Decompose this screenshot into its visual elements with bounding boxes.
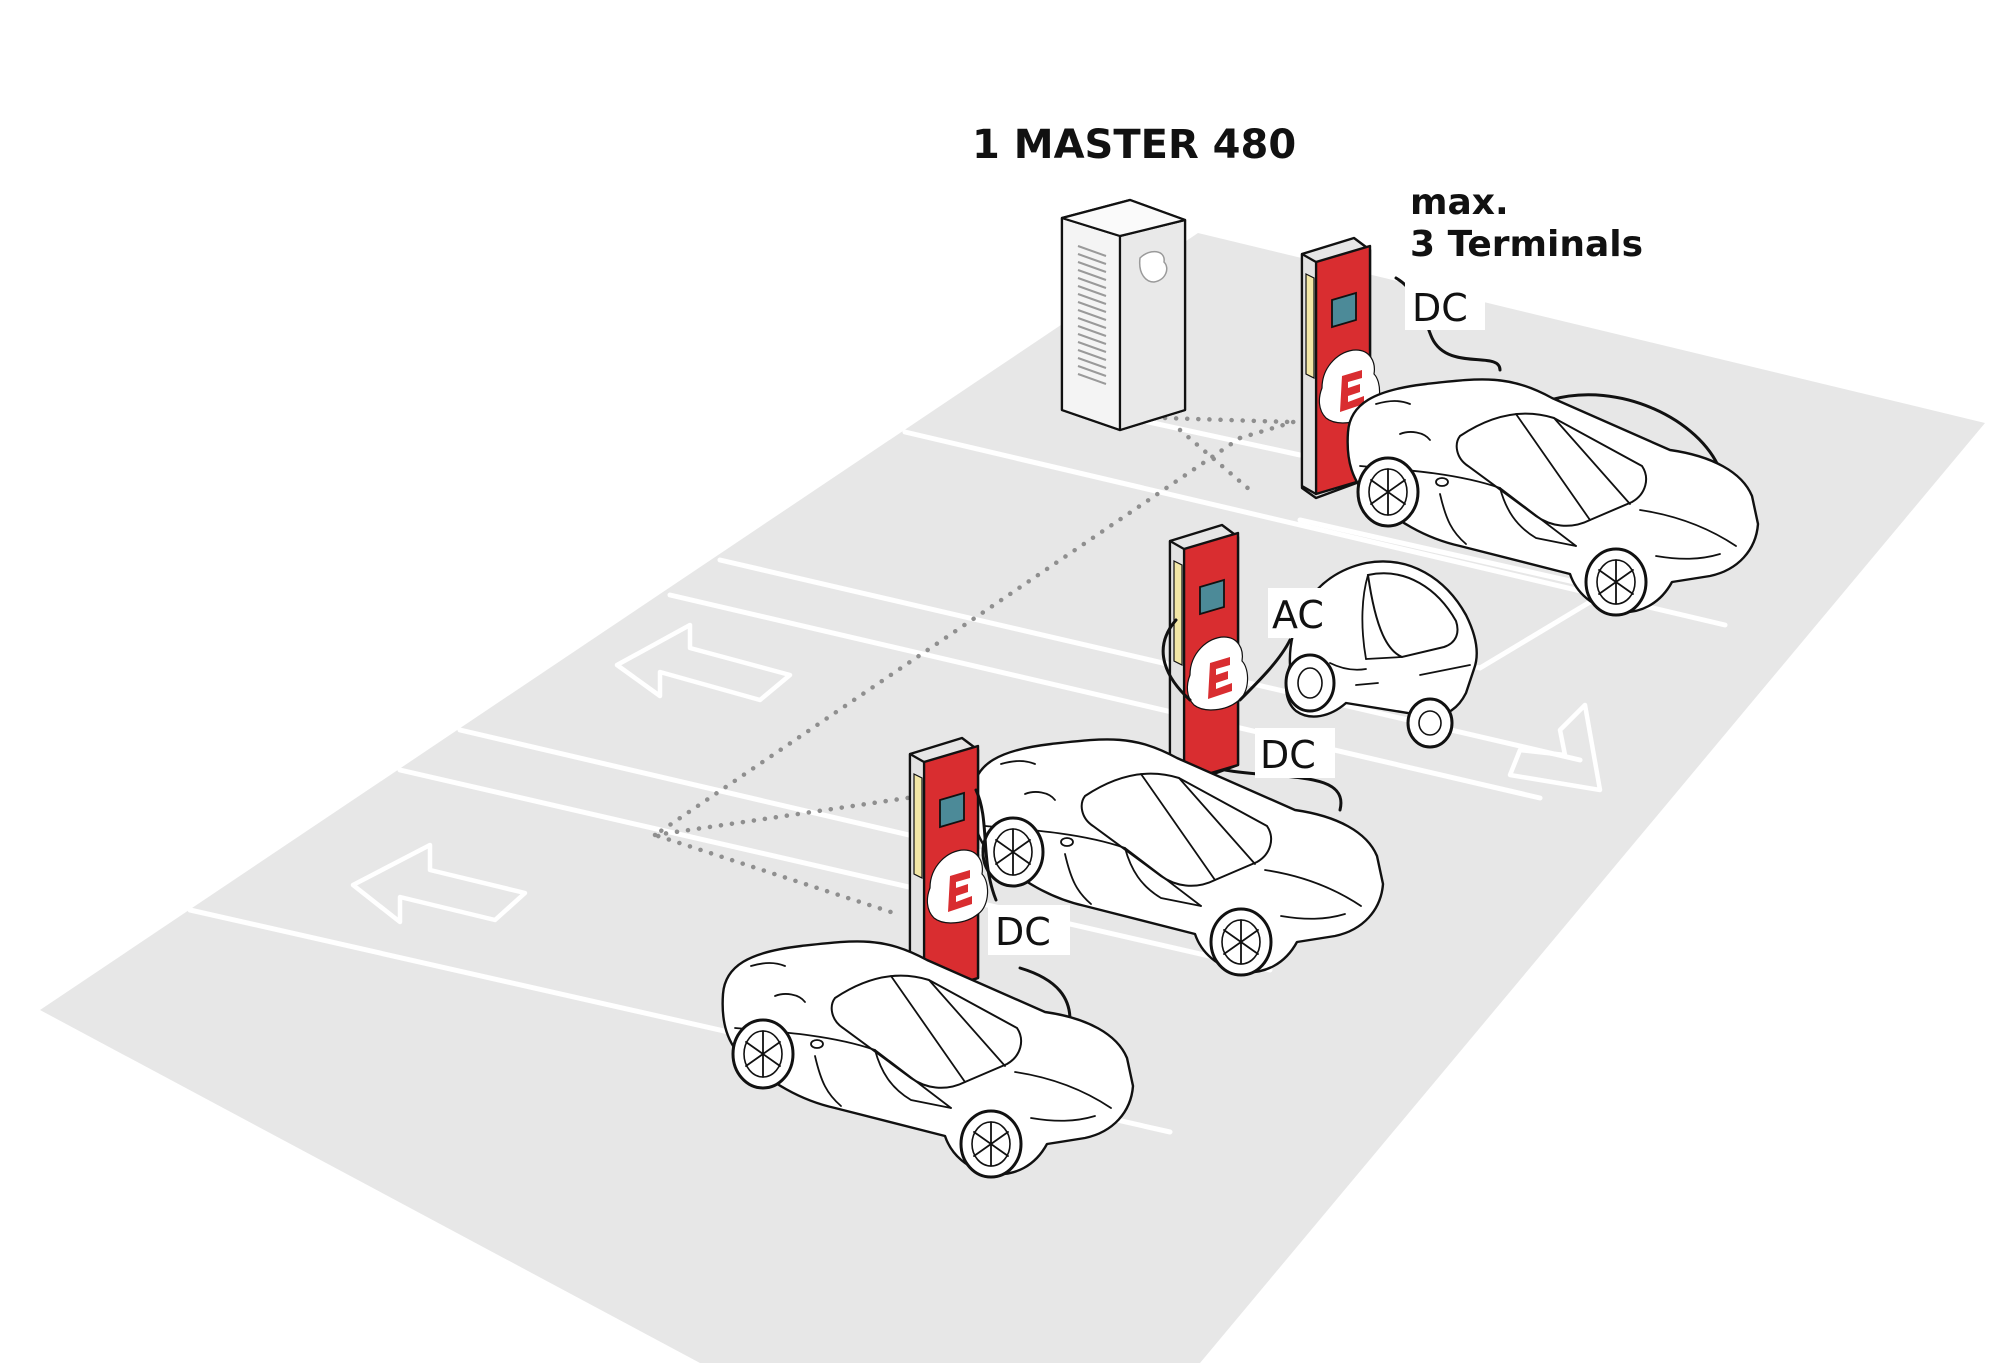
dc-label-top: DC <box>1412 286 1468 330</box>
dc-label-bottom: DC <box>995 910 1051 954</box>
charging-terminal-middle <box>1170 525 1248 785</box>
terminals-note-line2: 3 Terminals <box>1410 224 1643 265</box>
master-title: 1 MASTER 480 <box>972 122 1296 168</box>
master-cabinet-icon <box>1062 200 1185 430</box>
dc-label-middle: DC <box>1260 733 1316 777</box>
terminals-note-line1: max. <box>1410 182 1509 223</box>
ac-label-middle: AC <box>1272 593 1324 637</box>
